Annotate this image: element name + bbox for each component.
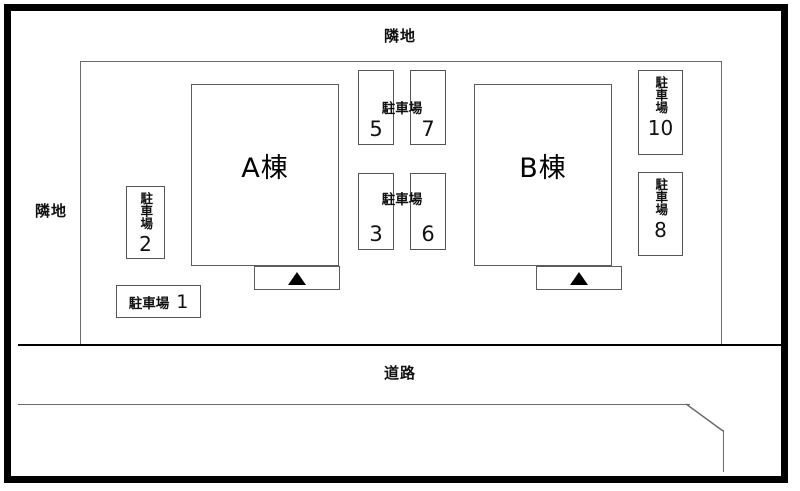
parking-stall-3-number: 3 [369,222,383,246]
road-right-edge [723,430,724,472]
building-a-entrance [254,266,340,290]
entrance-arrow-icon [288,271,306,285]
label-adjacent-land-top: 隣地 [383,27,416,45]
parking-stall-1-word: 駐車場 [128,295,170,312]
label-adjacent-land-left: 隣地 [34,202,67,220]
parking-stall-7-number: 7 [421,117,435,141]
building-b-entrance [536,266,622,290]
parking-stall-1-number: 1 [176,290,189,313]
parking-stall-5: 5 [358,70,394,145]
parking-stall-1: 駐車場 1 [116,285,201,318]
parking-stall-8-word: 駐車場 [653,178,669,216]
parking-stall-3: 3 [358,173,394,250]
parking-stall-6: 6 [410,173,446,250]
parking-stall-10-word: 駐車場 [653,76,669,114]
parking-stall-8: 駐車場 8 [638,172,683,256]
parking-stall-5-number: 5 [369,117,383,141]
building-b: B棟 [474,84,612,266]
label-road: 道路 [383,364,416,382]
parking-stall-6-number: 6 [421,222,435,246]
building-b-label: B棟 [519,152,567,184]
road-lower-edge [18,404,690,405]
parking-stall-10: 駐車場 10 [638,70,683,155]
road-corner-chamfer [686,402,728,434]
road-upper-edge [18,344,782,346]
parking-stall-2: 駐車場 2 [126,186,165,259]
property-boundary [80,61,722,345]
parking-stall-10-number: 10 [647,115,674,140]
parking-stall-2-number: 2 [139,231,152,256]
parking-pair-label-bottom: 駐車場 [381,192,423,208]
parking-stall-7: 7 [410,70,446,145]
entrance-arrow-icon [570,271,588,285]
parking-stall-2-word: 駐車場 [138,192,154,230]
diagram-outer-frame [4,4,788,483]
parking-pair-label-top: 駐車場 [381,101,423,117]
parking-stall-8-number: 8 [654,217,667,242]
building-a-label: A棟 [241,152,289,184]
building-a: A棟 [191,84,339,266]
